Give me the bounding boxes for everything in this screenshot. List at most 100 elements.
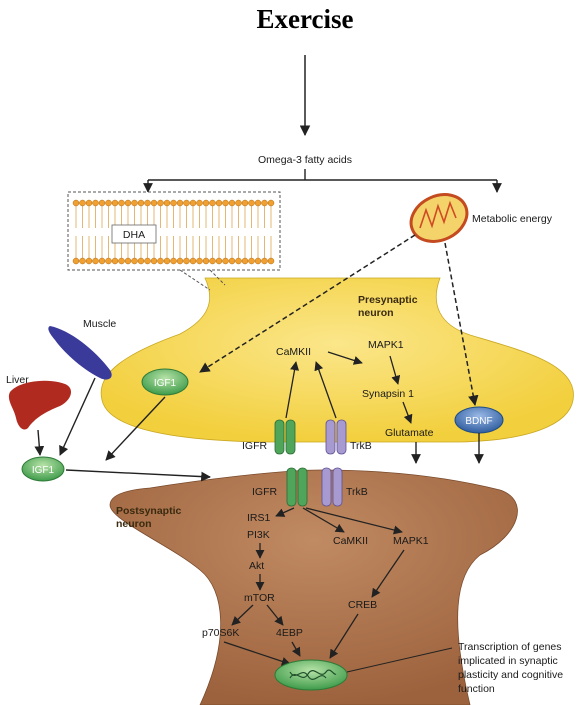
lipid-head: [261, 257, 268, 265]
lipid-head: [241, 199, 249, 207]
lipid-head: [144, 199, 151, 207]
transcription-label-1: Transcription of genes: [458, 641, 562, 653]
igf1-to-postsynaptic-arrow: [65, 469, 211, 482]
lipid-head: [131, 199, 138, 207]
lipid-head: [163, 199, 171, 207]
metabolic-energy-label: Metabolic energy: [472, 213, 553, 225]
trkb-postsynaptic-receptor: [321, 467, 343, 507]
igfr-to-camkii-arrow: [285, 361, 300, 419]
muscle-icon: [48, 326, 112, 380]
synapsin-to-glutamate-arrow: [402, 401, 413, 424]
lipid-head: [189, 199, 197, 207]
postsynaptic-arrows: [223, 507, 405, 666]
lipid-head: [144, 257, 151, 265]
lipid-head: [196, 199, 203, 207]
lipid-head: [85, 257, 93, 265]
trkb-post-label: TrkB: [346, 486, 368, 498]
mapk1-post-label: MAPK1: [393, 535, 429, 547]
irs1-label: IRS1: [247, 512, 271, 524]
lipid-head: [248, 257, 255, 265]
igfr-postsynaptic-receptor: [286, 467, 308, 507]
lipid-head: [209, 199, 216, 207]
igfr-post-label: IGFR: [252, 486, 277, 498]
igf1-blood-label: IGF1: [32, 465, 55, 476]
lipid-head: [196, 257, 203, 265]
dha-callout-line-right: [209, 269, 226, 286]
igfr-pre-label: IGFR: [242, 440, 267, 452]
trkb-to-camkii-arrow: [314, 361, 337, 419]
lipid-head: [267, 199, 275, 207]
mtor-label: mTOR: [244, 592, 275, 604]
lipid-head: [202, 257, 210, 265]
postsynaptic-neuron: [109, 469, 518, 705]
igf1-presynaptic-oval: [141, 368, 189, 396]
lipid-head: [228, 257, 236, 265]
lipid-head: [157, 199, 164, 207]
akt-label: Akt: [249, 560, 264, 572]
lipid-head: [150, 257, 158, 265]
presynaptic-neuron: [100, 277, 574, 443]
dna-nucleus-icon: [274, 659, 348, 691]
omega3-label: Omega-3 fatty acids: [258, 154, 352, 166]
lipid-head: [131, 257, 138, 265]
lipid-head: [118, 257, 125, 265]
muscle-label: Muscle: [83, 318, 116, 330]
mito-to-igf1-arrow: [199, 234, 416, 373]
lipid-head: [176, 257, 184, 265]
lipid-head: [98, 199, 106, 207]
lipid-head: [254, 257, 262, 265]
diagram-title: Exercise: [257, 4, 354, 34]
trkb-pre-label: TrkB: [350, 440, 372, 452]
synapsin1-label: Synapsin 1: [362, 388, 414, 400]
camkii-pre-label: CaMKII: [276, 346, 311, 358]
dha-label-box: [111, 224, 157, 244]
lipid-head: [222, 257, 229, 265]
dha-callout-line-left: [179, 269, 211, 291]
lipid-head: [267, 257, 275, 265]
lipid-head: [241, 257, 249, 265]
igf1-pre-to-out-arrow: [105, 396, 166, 461]
lipid-head: [209, 257, 216, 265]
lipid-head: [72, 257, 80, 265]
lipid-head: [118, 199, 125, 207]
igf1-presynaptic-label: IGF1: [154, 378, 177, 389]
mapk1-pre-label: MAPK1: [368, 339, 404, 351]
transcription-callout-line: [346, 647, 453, 673]
transcription-label-3: plasticity and cognitive: [458, 669, 563, 681]
presynaptic-label-1: Presynaptic: [358, 294, 418, 306]
igf1-blood-oval: [21, 456, 65, 482]
lipid-head: [85, 199, 93, 207]
glutamate-label: Glutamate: [385, 427, 434, 439]
p70s6k-label: p70S6K: [202, 627, 239, 639]
lipid-head: [98, 257, 106, 265]
lipid-bilayer: [72, 199, 275, 265]
creb-label: CREB: [348, 599, 377, 611]
liver-label: Liver: [6, 374, 29, 386]
lipid-head: [170, 199, 177, 207]
omega3-branch-arrows: [143, 169, 502, 193]
lipid-head: [261, 199, 268, 207]
camkii-to-mapk1-arrow: [327, 351, 363, 365]
lipid-head: [183, 257, 190, 265]
lipid-head: [105, 199, 112, 207]
lipid-head: [124, 199, 132, 207]
lipid-head: [183, 199, 190, 207]
lipid-head: [235, 257, 242, 265]
liver-to-igf1-arrow: [34, 429, 45, 456]
bdnf-label: BDNF: [465, 416, 492, 427]
lipid-head: [111, 257, 119, 265]
lipid-head: [189, 257, 197, 265]
lipid-head: [254, 199, 262, 207]
lipid-head: [248, 199, 255, 207]
lipid-head: [228, 199, 236, 207]
lipid-head: [92, 199, 99, 207]
muscle-to-igf1-arrow: [59, 377, 96, 456]
lipid-head: [105, 257, 112, 265]
lipid-head: [124, 257, 132, 265]
lipid-head: [222, 199, 229, 207]
lipid-head: [176, 199, 184, 207]
lipid-head: [79, 257, 86, 265]
lipid-head: [235, 199, 242, 207]
lipid-head: [215, 199, 223, 207]
